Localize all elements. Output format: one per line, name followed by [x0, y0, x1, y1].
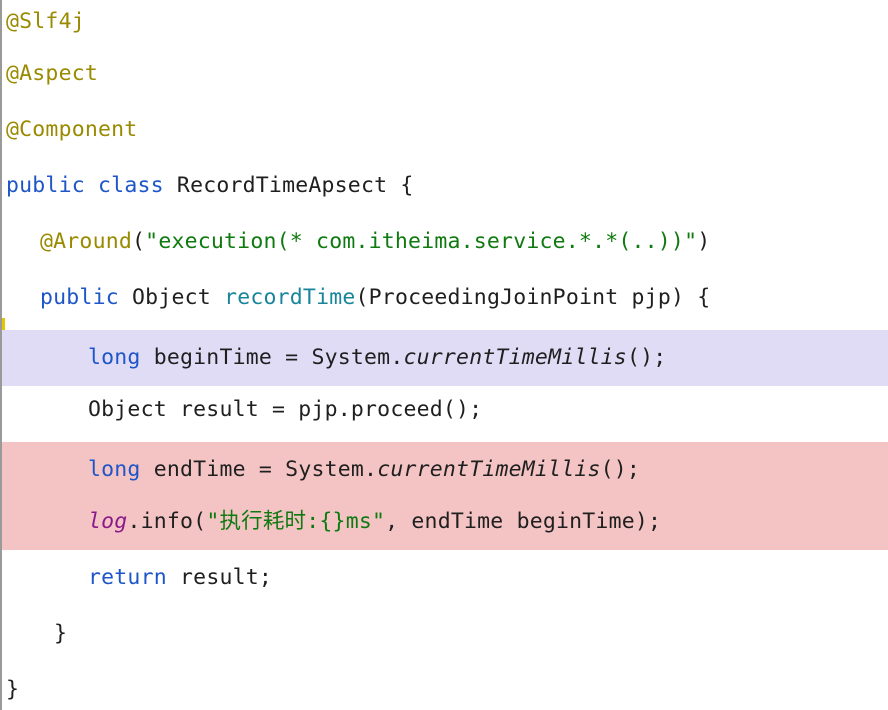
annotation-slf4j: @Slf4j [6, 9, 85, 34]
paren-close: ) [697, 229, 711, 254]
annotation-aspect: @Aspect [6, 61, 99, 86]
code-line-2: @Aspect [2, 46, 888, 102]
return-type: Object [132, 285, 211, 310]
begin-time-assign: beginTime = System. [153, 345, 404, 370]
class-name: RecordTimeApsect [176, 173, 388, 198]
method-params: (ProceedingJoinPoint pjp) { [355, 285, 711, 310]
paren-open: ( [132, 229, 146, 254]
code-line-10-highlighted: log.info("执行耗时:{}ms", endTime beginTime)… [2, 494, 888, 550]
code-line-9-highlighted: long endTime = System.currentTimeMillis(… [2, 442, 888, 498]
log-field: log [88, 509, 128, 534]
keyword-public: public [40, 285, 119, 310]
keyword-long: long [88, 457, 141, 482]
method-name: recordTime [224, 285, 356, 310]
code-line-3: @Component [2, 102, 888, 158]
keyword-long: long [88, 345, 141, 370]
keyword-return: return [88, 565, 167, 590]
code-line-12: } [2, 606, 888, 662]
pointcut-string: "execution(* com.itheima.service.*.*(..)… [145, 229, 698, 254]
annotation-component: @Component [6, 117, 138, 142]
class-close-brace: } [6, 677, 20, 702]
code-line-6: public Object recordTime(ProceedingJoinP… [2, 270, 888, 326]
keyword-class: class [98, 173, 164, 198]
code-line-1: @Slf4j [2, 0, 888, 50]
code-line-11: return result; [2, 550, 888, 606]
static-method: currentTimeMillis [377, 457, 601, 482]
log-message-string: "执行耗时:{}ms" [206, 509, 386, 534]
call-end: (); [600, 457, 641, 482]
code-line-5: @Around("execution(* com.itheima.service… [2, 214, 888, 270]
annotation-around: @Around [40, 229, 133, 254]
open-brace: { [400, 173, 414, 198]
code-line-13: } [2, 662, 888, 710]
proceed-statement: Object result = pjp.proceed(); [88, 397, 483, 422]
method-close-brace: } [54, 621, 68, 646]
log-args: , endTime beginTime); [385, 509, 662, 534]
static-method: currentTimeMillis [403, 345, 627, 370]
gutter-marker [2, 318, 5, 332]
call-end: (); [626, 345, 667, 370]
code-line-8: Object result = pjp.proceed(); [2, 382, 888, 438]
code-line-7-highlighted: long beginTime = System.currentTimeMilli… [2, 330, 888, 386]
code-line-4: public class RecordTimeApsect { [2, 158, 888, 214]
keyword-public: public [6, 173, 85, 198]
return-value: result; [180, 565, 273, 590]
end-time-assign: endTime = System. [153, 457, 378, 482]
log-info-call: .info( [127, 509, 207, 534]
